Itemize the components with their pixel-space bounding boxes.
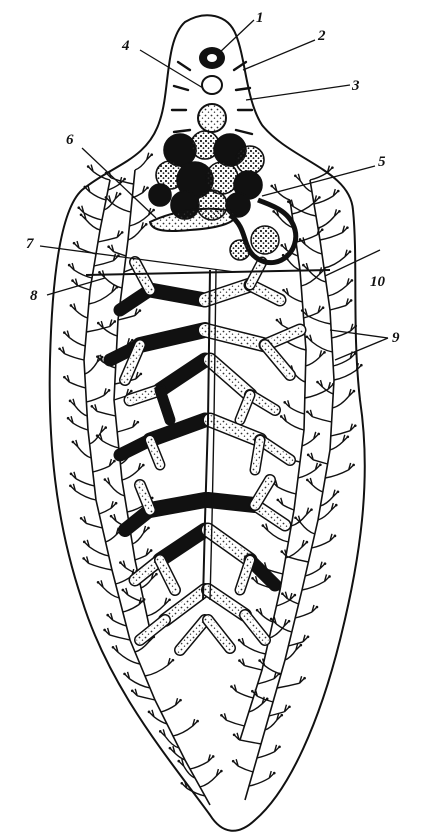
label-7: 7	[26, 236, 34, 252]
central-branched-organ	[110, 262, 300, 650]
right-lateral-glands	[220, 166, 363, 800]
label-4: 4	[121, 38, 130, 54]
label-5: 5	[378, 154, 386, 170]
ventral-sucker	[198, 104, 226, 132]
label-8: 8	[30, 288, 38, 304]
label-10: 10	[370, 274, 386, 290]
label-2: 2	[317, 28, 326, 44]
label-9: 9	[392, 330, 400, 346]
label-3: 3	[351, 78, 360, 94]
transverse-vitelline-duct	[86, 270, 330, 275]
cirrus-sac	[150, 209, 236, 231]
label-6: 6	[66, 132, 74, 148]
label-1: 1	[256, 10, 264, 26]
pharynx	[202, 76, 222, 94]
median-duct	[203, 270, 216, 600]
left-lateral-glands	[58, 153, 222, 805]
